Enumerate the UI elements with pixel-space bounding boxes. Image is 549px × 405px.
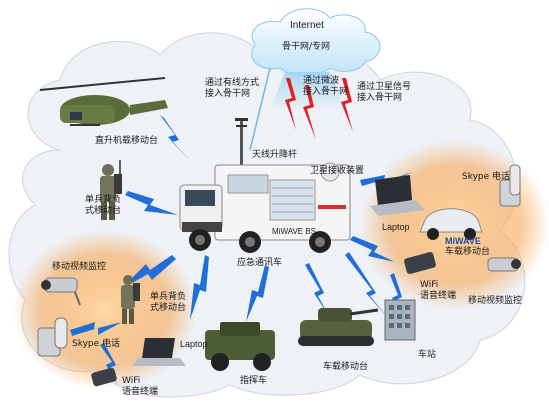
truck-badge: MiWAVE BS (272, 227, 317, 236)
wifi-right-line-1: WiFi (420, 280, 439, 290)
wifi-left-line-1: WiFi (122, 376, 141, 386)
satellite-link-label: 通过卫星信号 接入骨干网 (357, 82, 411, 104)
skype-left-label: Skype 电话 (72, 339, 121, 349)
satellite-link-line-1: 通过卫星信号 (357, 82, 412, 92)
emergency-truck (179, 162, 351, 253)
wifi-right-line-2: 语音终端 (420, 291, 457, 301)
antenna-mast (235, 118, 248, 178)
soldier-bottom-line-1: 单兵背负 (150, 292, 187, 302)
laptop-right-label: Laptop (382, 222, 410, 232)
internet-cloud (251, 8, 381, 76)
right-cluster (370, 164, 521, 274)
miwave-right-line-2: 车载移动台 (445, 247, 491, 257)
truck-label: 应急通讯车 (237, 258, 283, 268)
left-cluster (37, 275, 186, 387)
internet-title: Internet (290, 20, 324, 31)
soldier-top (100, 160, 122, 220)
red-bolts (285, 78, 353, 140)
soldier-bottom-line-2: 式移动台 (150, 303, 187, 313)
skype-right-label: Skype 电话 (462, 172, 511, 182)
wired-link-line-2: 接入骨干网 (205, 89, 251, 99)
wired-link (249, 67, 271, 151)
microwave-link-label: 通过微波 接入骨干网 (303, 76, 348, 98)
jeep-label: 指挥车 (240, 376, 268, 386)
soldier-top-line-1: 单兵背负 (85, 195, 122, 205)
tank (298, 308, 379, 346)
blue-bolts (70, 115, 412, 385)
laptop-left-label: Laptop (180, 339, 208, 349)
station-label: 车站 (418, 350, 437, 360)
wired-link-line-1: 通过有线方式 (205, 78, 260, 88)
satellite-link-line-2: 接入骨干网 (357, 93, 403, 103)
jeep (205, 322, 275, 371)
wifi-right-label: WiFi 语音终端 (420, 280, 456, 302)
wired-link-label: 通过有线方式 接入骨干网 (205, 78, 259, 100)
mast-label: 天线升降杆 (252, 150, 298, 160)
soldier-bottom-label: 单兵背负 式移动台 (150, 292, 186, 314)
helicopter-label: 直升机载移动台 (95, 136, 159, 146)
microwave-link-line-1: 通过微波 (303, 76, 340, 86)
station (384, 299, 416, 341)
miwave-right-line-1: MiWAVE (445, 236, 481, 246)
satellite-receiver-label: 卫星接收装置 (310, 166, 365, 176)
tank-label: 车载移动台 (323, 362, 369, 372)
microwave-link-line-2: 接入骨干网 (303, 87, 349, 97)
wifi-left-label: WiFi 语音终端 (122, 376, 158, 398)
backbone-label: 骨干网/专网 (282, 42, 331, 52)
wifi-left-line-2: 语音终端 (122, 387, 159, 397)
soldier-top-label: 单兵背负 式移动台 (85, 195, 121, 217)
helicopter (39, 77, 168, 126)
video-right-label: 移动视频监控 (468, 296, 523, 306)
video-left-label: 移动视频监控 (52, 262, 107, 272)
miwave-right-label: MiWAVE 车载移动台 (445, 236, 490, 258)
soldier-top-line-2: 式移动台 (85, 206, 122, 216)
